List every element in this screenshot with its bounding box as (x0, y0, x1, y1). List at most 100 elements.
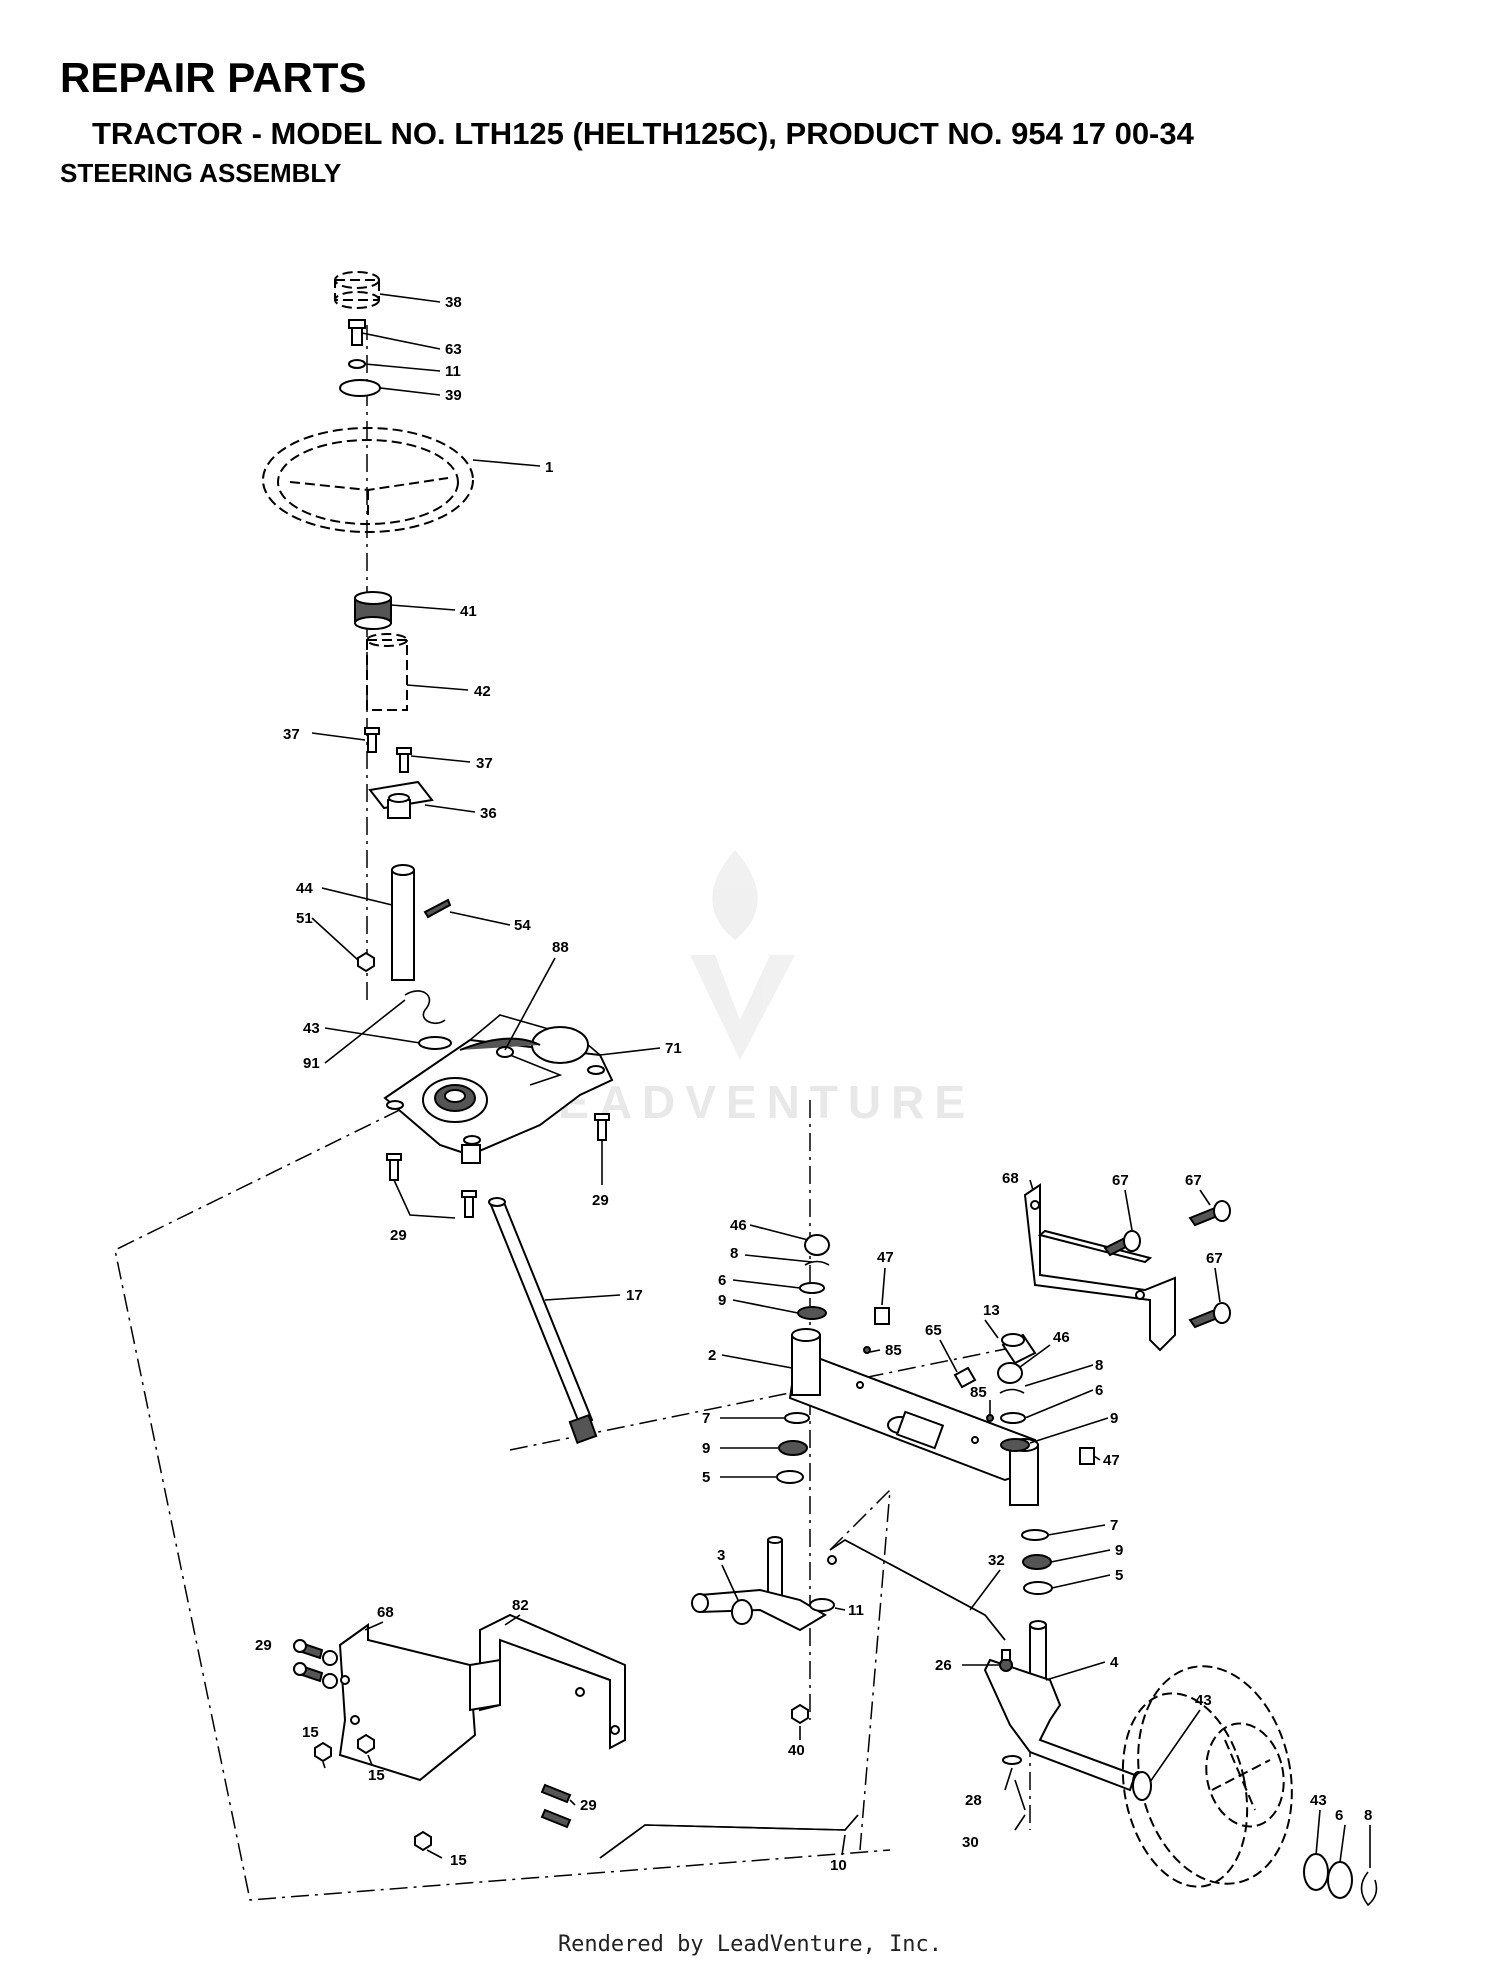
washer-11 (809, 1598, 835, 1612)
callout-8: 8 (1095, 1357, 1103, 1374)
callout-3: 3 (717, 1547, 725, 1564)
callout-47: 47 (877, 1249, 894, 1266)
footer-credit: Rendered by LeadVenture, Inc. (557, 1932, 943, 1957)
callout-7: 7 (1110, 1517, 1118, 1534)
flat-washer (339, 379, 381, 397)
callout-9: 9 (718, 1292, 726, 1309)
bolt-26 (999, 1649, 1013, 1672)
nut-51 (357, 951, 375, 973)
callout-2: 2 (708, 1347, 716, 1364)
callout-30: 30 (962, 1834, 979, 1851)
callout-29: 29 (592, 1192, 609, 1209)
callout-54: 54 (514, 917, 531, 934)
callout-32: 32 (988, 1552, 1005, 1569)
callout-29: 29 (390, 1227, 407, 1244)
bolts-29-bracket (293, 1639, 572, 1829)
callout-28: 28 (965, 1792, 982, 1809)
callout-8: 8 (1364, 1807, 1372, 1824)
washer-43 (418, 1036, 452, 1050)
lock-washer (348, 359, 366, 369)
column-sleeve (366, 633, 408, 711)
callout-43: 43 (1195, 1692, 1212, 1709)
washer-43-spindle (1132, 1771, 1152, 1801)
steering-shaft (391, 864, 415, 981)
callout-65: 65 (925, 1322, 942, 1339)
steering-cap (334, 271, 380, 309)
bearing-flange (368, 780, 434, 819)
callout-8: 8 (730, 1245, 738, 1262)
callout-44: 44 (296, 880, 313, 897)
callout-6: 6 (1335, 1807, 1343, 1824)
callout-15: 15 (450, 1852, 467, 1869)
callout-15: 15 (368, 1767, 385, 1784)
bolts-67 (1103, 1200, 1231, 1329)
section-title: STEERING ASSEMBLY (60, 158, 342, 188)
lower-bracket-68 (338, 1623, 477, 1782)
callout-46: 46 (730, 1217, 747, 1234)
callout-9: 9 (1110, 1410, 1118, 1427)
callout-38: 38 (445, 294, 462, 311)
callout-67: 67 (1112, 1172, 1129, 1189)
callout-42: 42 (474, 683, 491, 700)
callout-67: 67 (1185, 1172, 1202, 1189)
callout-68: 68 (1002, 1170, 1019, 1187)
callout-10: 10 (830, 1857, 847, 1874)
bolts-37 (364, 727, 412, 773)
retaining-ring-8 (1360, 1871, 1378, 1907)
callout-41: 41 (460, 603, 477, 620)
callout-43: 43 (1310, 1792, 1327, 1809)
callout-46: 46 (1053, 1329, 1070, 1346)
leader-lines (311, 293, 1371, 1868)
callout-71: 71 (665, 1040, 682, 1057)
callout-7: 7 (702, 1410, 710, 1427)
callout-17: 17 (626, 1287, 643, 1304)
hairpin-clip (404, 990, 446, 1025)
cap-bolt (348, 319, 366, 346)
callout-88: 88 (552, 939, 569, 956)
callout-36: 36 (480, 805, 497, 822)
washer-stack-left (776, 1234, 830, 1484)
drag-link-17 (488, 1197, 598, 1445)
cotter-pin-30 (1014, 1779, 1026, 1811)
callout-6: 6 (1095, 1382, 1103, 1399)
steering-wheel (262, 427, 474, 533)
callout-5: 5 (1115, 1567, 1123, 1584)
callout-40: 40 (788, 1742, 805, 1759)
callout-13: 13 (983, 1302, 1000, 1319)
tie-rod-32 (827, 1539, 1006, 1641)
callout-51: 51 (296, 910, 313, 927)
bushing-gear (354, 591, 392, 630)
callout-67: 67 (1206, 1250, 1223, 1267)
watermark-logo-icon (690, 850, 795, 1060)
bolt-54 (423, 898, 452, 919)
callout-6: 6 (718, 1272, 726, 1289)
callout-47: 47 (1103, 1452, 1120, 1469)
callout-43: 43 (303, 1020, 320, 1037)
washer-28 (1002, 1755, 1022, 1765)
page-subtitle: TRACTOR - MODEL NO. LTH125 (HELTH125C), … (92, 116, 1194, 151)
washer-43-outer (1303, 1853, 1329, 1891)
spindle-3 (691, 1536, 827, 1632)
steering-gear-assembly (383, 1014, 614, 1164)
callout-29: 29 (255, 1637, 272, 1654)
callout-5: 5 (702, 1469, 710, 1486)
callout-39: 39 (445, 387, 462, 404)
callout-37: 37 (476, 755, 493, 772)
grease-fittings (863, 1307, 1095, 1465)
callout-11: 11 (848, 1602, 864, 1619)
callout-85: 85 (885, 1342, 902, 1359)
front-axle-2 (788, 1328, 1039, 1506)
callout-9: 9 (702, 1440, 710, 1457)
callout-11: 11 (445, 363, 461, 380)
nuts-15 (314, 1733, 432, 1852)
callout-labels: 38 63 11 39 1 41 42 37 37 36 44 54 51 91… (255, 294, 1372, 1874)
callout-26: 26 (935, 1657, 952, 1674)
callout-85: 85 (970, 1384, 987, 1401)
callout-63: 63 (445, 341, 462, 358)
callout-82: 82 (512, 1597, 529, 1614)
nut-40 (791, 1703, 809, 1725)
spindle-4 (983, 1620, 1144, 1793)
callout-29: 29 (580, 1797, 597, 1814)
pin-65 (953, 1366, 977, 1389)
